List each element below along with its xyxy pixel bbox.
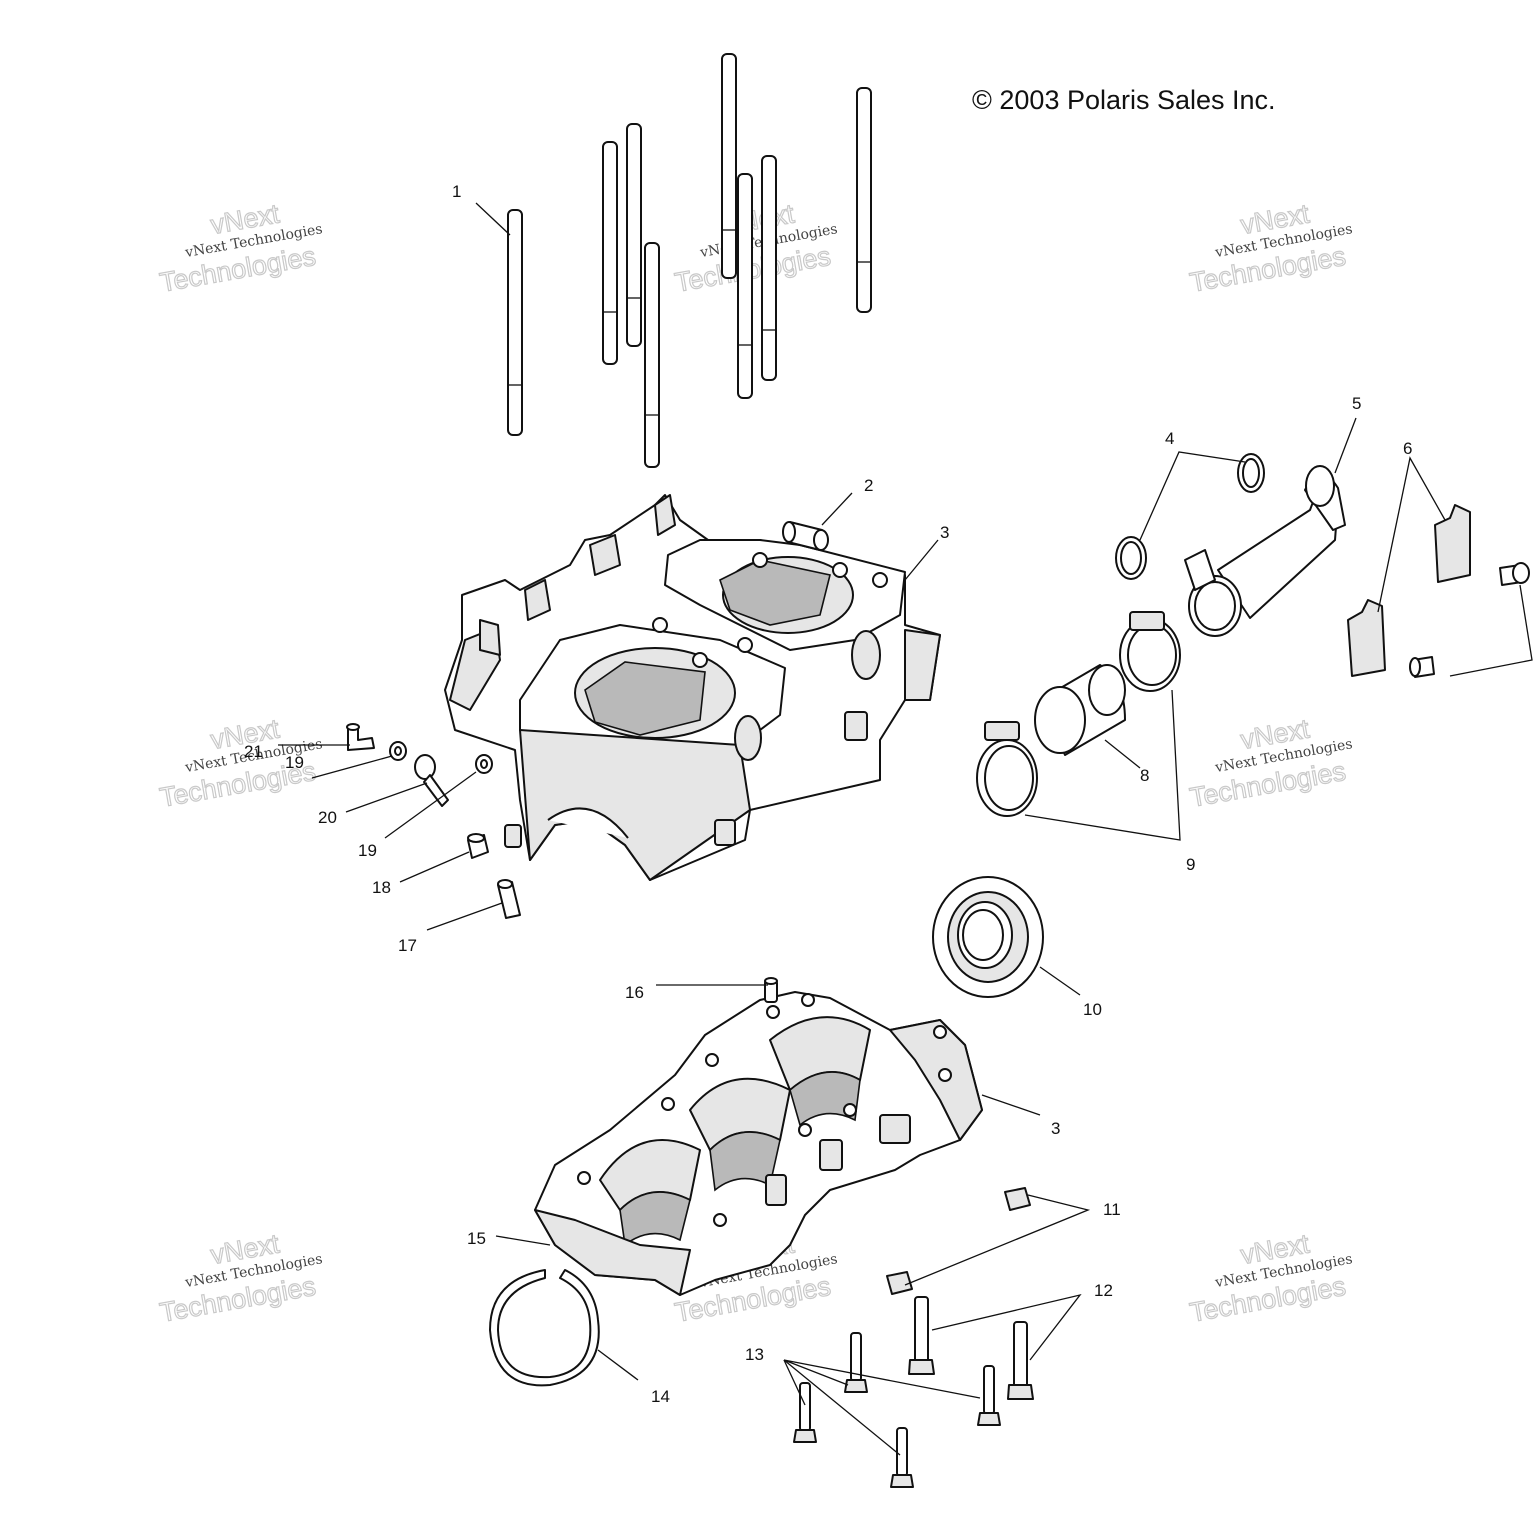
callout-12: 12	[1094, 1281, 1113, 1300]
callout-14: 14	[651, 1387, 670, 1406]
washer-upper	[389, 741, 407, 761]
stud	[507, 209, 523, 436]
stud	[602, 141, 618, 365]
short-bolts	[793, 1332, 1001, 1488]
callout-17: 17	[398, 936, 417, 955]
locating-pin	[764, 977, 778, 1003]
crank-seal	[932, 876, 1044, 998]
callout-9: 9	[1186, 855, 1195, 874]
callout-1: 1	[452, 182, 461, 201]
watermark-bottom-left: vNext vNext Technologies Technologies	[157, 1228, 324, 1329]
watermark-middle-right: vNext vNext Technologies Technologies	[1187, 713, 1354, 814]
plugs	[886, 1187, 1031, 1295]
stud	[856, 87, 872, 313]
part-21-fitting	[346, 723, 375, 751]
watermark-bottom-right: vNext vNext Technologies Technologies	[1187, 1228, 1354, 1329]
callout-16: 16	[625, 983, 644, 1002]
sleeve	[497, 879, 521, 919]
callout-19-lower: 19	[358, 841, 377, 860]
stud	[761, 155, 777, 381]
mounting-brackets	[1347, 504, 1471, 677]
callout-10: 10	[1083, 1000, 1102, 1019]
callout-20: 20	[318, 808, 337, 827]
callout-4: 4	[1165, 429, 1174, 448]
callout-18: 18	[372, 878, 391, 897]
callout-21: 21	[244, 742, 263, 761]
stud	[644, 242, 660, 468]
watermark-top-left: vNext vNext Technologies Technologies	[157, 198, 324, 299]
lower-crankcase	[534, 991, 983, 1296]
copyright-notice: © 2003 Polaris Sales Inc.	[972, 85, 1276, 115]
banjo-fitting	[414, 754, 449, 807]
watermark-top-right: vNext vNext Technologies Technologies	[1187, 198, 1354, 299]
stud	[737, 173, 753, 399]
callout-3-upper: 3	[940, 523, 949, 542]
bracket-screws	[1409, 562, 1530, 678]
callout-2: 2	[864, 476, 873, 495]
callout-3-lower: 3	[1051, 1119, 1060, 1138]
stud	[626, 123, 642, 347]
hose-clamps	[976, 611, 1181, 817]
callout-6: 6	[1403, 439, 1412, 458]
callout-8: 8	[1140, 766, 1149, 785]
water-elbow-fitting	[1184, 465, 1346, 637]
callout-5: 5	[1352, 394, 1361, 413]
snap-ring	[489, 1269, 600, 1387]
coolant-hose	[1034, 664, 1126, 756]
callout-13: 13	[745, 1345, 764, 1364]
long-bolts	[908, 1296, 1034, 1400]
upper-crankcase	[444, 494, 941, 881]
dowel-pin	[782, 521, 829, 551]
cylinder-studs	[507, 53, 872, 468]
watermark-top-center: vNext vNext Technologies Technologies	[672, 198, 839, 299]
stud	[721, 53, 737, 279]
callout-15: 15	[467, 1229, 486, 1248]
callout-11: 11	[1103, 1200, 1121, 1219]
o-rings	[1115, 453, 1265, 580]
washer-lower	[475, 754, 493, 774]
callout-19-upper: 19	[285, 753, 304, 772]
bushing	[467, 833, 489, 859]
